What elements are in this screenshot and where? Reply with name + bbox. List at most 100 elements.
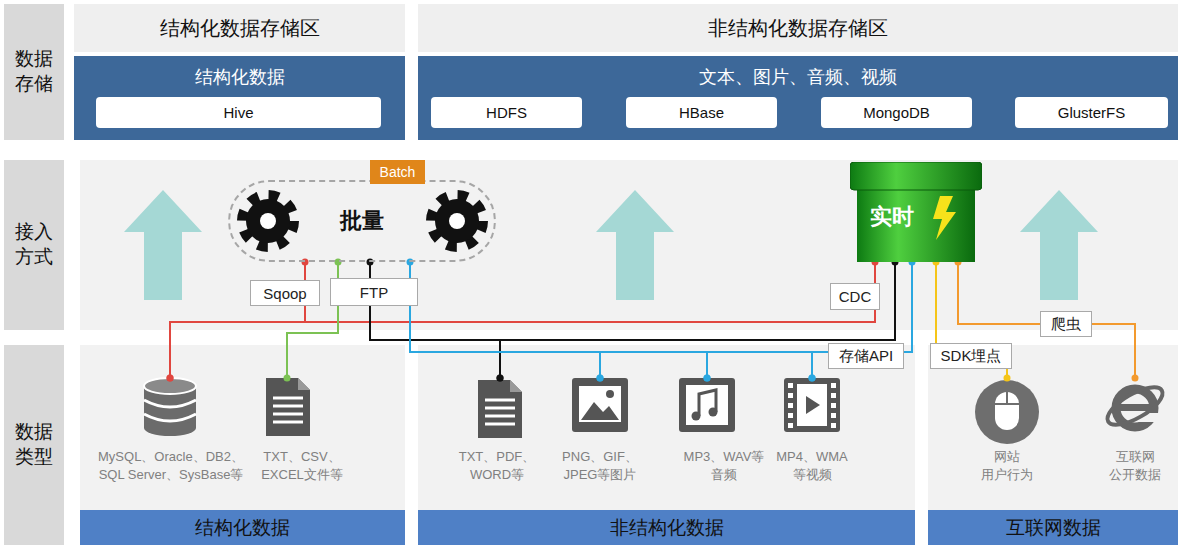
method-label: SDK埋点 — [930, 343, 1012, 369]
label-text: GlusterFS — [1058, 104, 1126, 121]
label-text: PNG、GIF、 JPEG等图片 — [550, 448, 650, 483]
data-source: MP3、WAV等 音频 — [676, 378, 772, 483]
label-text: MySQL、Oracle、DB2、 SQL Server、SysBase等 — [87, 448, 255, 483]
row-label: 数据类型 — [4, 345, 64, 545]
label-text: MongoDB — [863, 104, 930, 121]
connector — [410, 306, 600, 378]
label-text: FTP — [360, 284, 388, 301]
label-text: 互联网数据 — [928, 510, 1178, 545]
browser-icon — [1102, 380, 1168, 432]
method-label: 存储API — [828, 343, 904, 369]
image-icon — [572, 378, 628, 432]
label-text: 网站 用户行为 — [972, 448, 1042, 483]
label-text: CDC — [839, 288, 872, 305]
wire-dot — [597, 375, 604, 382]
label-text: MP3、WAV等 音频 — [676, 448, 772, 483]
gear-icon — [243, 196, 482, 246]
label-text: 文本、图片、音频、视频 — [418, 65, 1178, 89]
connector — [904, 262, 912, 352]
connector — [1092, 324, 1135, 378]
wire-dot — [167, 375, 174, 382]
document-icon — [478, 380, 522, 438]
connector — [410, 306, 707, 378]
connector — [287, 306, 338, 378]
label-text: HDFS — [486, 104, 527, 121]
batch-group: 批量 — [228, 180, 496, 262]
label-text: 爬虫 — [1051, 315, 1081, 334]
wire-dot — [597, 375, 604, 382]
label-text: 非结构化数据 — [418, 510, 915, 545]
label-text: 实时 — [870, 202, 914, 232]
label-text: TXT、PDF、 WORD等 — [452, 448, 542, 483]
wire-dot — [497, 375, 504, 382]
wire-dot — [1004, 375, 1011, 382]
data-source: TXT、CSV、 EXCEL文件等 — [252, 378, 352, 483]
label-text: Sqoop — [263, 285, 306, 302]
label-text: 数据存储 — [14, 47, 54, 96]
label-text: HBase — [679, 104, 724, 121]
video-icon — [784, 378, 840, 432]
label-text: 非结构化数据存储区 — [708, 15, 888, 42]
label-text: MP4、WMA 等视频 — [764, 448, 860, 483]
wire-dot — [809, 375, 816, 382]
label-text: Hive — [223, 104, 253, 121]
data-source: TXT、PDF、 WORD等 — [452, 378, 542, 483]
realtime-pipe: 实时 — [850, 162, 982, 262]
zone-header: 非结构化数据存储区 — [418, 4, 1178, 52]
storage-box: GlusterFS — [1015, 97, 1168, 128]
connector — [170, 310, 875, 378]
mouse-icon — [975, 380, 1039, 444]
storage-box: MongoDB — [821, 97, 972, 128]
connector — [707, 352, 828, 378]
connector — [958, 262, 1040, 324]
wire-dot — [302, 259, 309, 266]
label-text: 数据类型 — [14, 420, 54, 469]
row-label: 数据存储 — [4, 4, 64, 140]
storage-box: Hive — [96, 97, 381, 128]
data-source: 网站 用户行为 — [972, 378, 1042, 483]
label-text: SDK埋点 — [941, 347, 1002, 366]
label-text: 批量 — [340, 206, 384, 236]
data-section: 互联网数据 网站 用户行为 互联网 公开数据 — [928, 345, 1178, 545]
data-source: MySQL、Oracle、DB2、 SQL Server、SysBase等 — [87, 378, 255, 483]
method-label: 爬虫 — [1040, 311, 1092, 337]
storage-panel: 结构化数据 Hive — [74, 56, 405, 140]
data-section: 非结构化数据 TXT、PDF、 WORD等PNG、GIF、 JPEG等图片 MP3、… — [418, 345, 915, 545]
audio-icon — [679, 378, 735, 432]
wire-dot — [284, 375, 291, 382]
label-text: 结构化数据 — [80, 510, 405, 545]
row-label: 接入方式 — [4, 160, 64, 330]
label-text: TXT、CSV、 EXCEL文件等 — [252, 448, 352, 483]
label-text: 结构化数据 — [74, 65, 405, 89]
wire-dot — [704, 375, 711, 382]
connector — [935, 262, 937, 343]
method-label: Sqoop — [250, 280, 320, 306]
wire-dot — [704, 375, 711, 382]
wire-dot — [167, 375, 174, 382]
data-source: PNG、GIF、 JPEG等图片 — [550, 378, 650, 483]
connector — [600, 352, 828, 378]
file-icon — [266, 378, 310, 436]
connector — [410, 306, 812, 378]
connector — [370, 306, 500, 378]
storage-panel: 文本、图片、音频、视频 HDFS HBase MongoDB GlusterFS — [418, 56, 1178, 140]
wire-dot — [335, 259, 342, 266]
method-label: FTP — [330, 278, 418, 306]
data-source: MP4、WMA 等视频 — [764, 378, 860, 483]
label-text: 存储API — [839, 347, 893, 366]
wire-dot — [497, 375, 504, 382]
database-icon — [144, 378, 196, 436]
storage-box: HDFS — [431, 97, 582, 128]
label-text: 结构化数据存储区 — [160, 15, 320, 42]
data-source: 互联网 公开数据 — [1100, 378, 1170, 483]
batch-tag: Batch — [370, 160, 425, 184]
label-text: Batch — [380, 164, 416, 180]
connector — [812, 352, 828, 378]
connector — [170, 306, 305, 378]
pipe-shape — [850, 162, 982, 262]
zone-header: 结构化数据存储区 — [74, 4, 405, 52]
label-text: 接入方式 — [14, 220, 54, 269]
label-text: 互联网 公开数据 — [1100, 448, 1170, 483]
wire-dot — [809, 375, 816, 382]
wire-dot — [1132, 375, 1139, 382]
